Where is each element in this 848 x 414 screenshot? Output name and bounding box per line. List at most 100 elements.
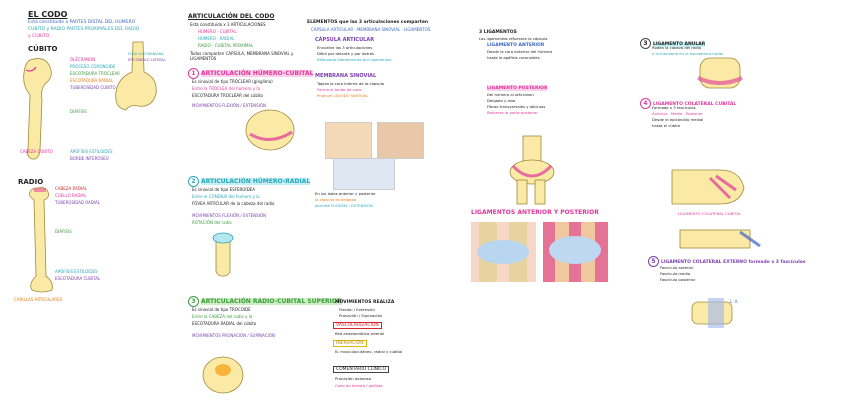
column-ligaments: 3 LIGAMENTOS Los ligamentos refuerzan la…	[465, 0, 615, 414]
lig-colateral-externo-label: LIGAMENTO COLATERAL EXTERNO formado x 3 …	[661, 260, 806, 265]
clinico-line-0: Pronación dolorosa	[335, 376, 372, 381]
lig-anterior-line-0: Desde la cara anterior del húmero	[487, 49, 553, 54]
capsula-line-2: Reforzada lateralmente por ligamentos	[317, 57, 392, 62]
s2-line-1: Entre el CÓNDILO del húmero y la	[192, 194, 260, 199]
radius-label-d0: APÓFISIS ESTILOIDES	[55, 269, 98, 274]
lcc-line-2: Desde el epicóndilo medial	[652, 117, 704, 122]
column-shared-elements: ELEMENTOS que las 3 articulaciones compa…	[305, 0, 455, 414]
lcc-line-3: hasta el cúbito	[652, 123, 681, 128]
pasaje-line-2: permite FLEXIÓN / EXTENSIÓN	[315, 203, 373, 208]
inervacion-tag: INERVACIÓN	[333, 340, 367, 348]
s2-line-4: ROTACIÓN del radio	[192, 220, 232, 225]
ulna-label-2: ESCOTADURA TROCLEAR	[70, 71, 120, 76]
lig-posterior-line-2: Fibras transversales y oblicuas	[487, 104, 546, 109]
radius-illustration	[29, 187, 53, 293]
section-1-number: 1	[188, 68, 199, 79]
ulna-diafisis: DIÁFISIS	[70, 109, 87, 114]
lcc-line-0: Formado x 3 fascículos	[652, 105, 696, 110]
intro-line-2: CÚBITO y RADIO PARTES PROXIMALES DEL RAD…	[28, 27, 140, 32]
membrana-line-0: Tapiza la cara interna de la cápsula	[317, 81, 384, 86]
bone-label-cubito: CÚBITO	[28, 45, 58, 53]
intro-line-3: y CÚBITO	[28, 34, 50, 39]
bone-label-radio: RADIO	[18, 178, 44, 186]
s1-line-3: MOVIMIENTOS FLEXIÓN / EXTENSIÓN	[192, 103, 267, 108]
movimientos-line-0: Flexión / Extensión	[339, 307, 375, 312]
lig-anterior-title: LIGAMENTO ANTERIOR	[487, 43, 545, 48]
lig-posterior-line-1: Delgado y laxo	[487, 98, 516, 103]
lig-anular-line-0: Rodea la cabeza del radio	[652, 45, 702, 50]
ligament-photo-anterior	[471, 222, 536, 282]
lig-colateral-externo-number: 5	[648, 256, 659, 267]
colateral-externo-sketch	[679, 229, 761, 249]
membrana-line-1: Forma el fondo de saco	[317, 87, 362, 92]
colateral-cubital-sketch	[671, 169, 745, 205]
ulna-illustration	[23, 58, 52, 160]
ulna-label-3: ESCOTADURA RADIAL	[70, 78, 114, 83]
radius-label-0: CABEZA RADIAL	[55, 186, 88, 191]
movimientos-line-1: Pronación / Supinación	[339, 313, 383, 318]
lig-anular-number: 3	[640, 38, 651, 49]
capsula-line-1: Débil por delante y por detrás	[317, 51, 375, 56]
radius-label-1: CUELLO RADIAL	[55, 193, 87, 198]
lce-line-2: Fascículo posterior	[660, 277, 696, 282]
lce-line-0: Fascículo anterior	[660, 265, 694, 270]
humerus-label-1: EPICÓNDILO LATERAL	[128, 58, 166, 62]
humerus-label-0: FOSA OLECRANIANA	[128, 52, 164, 56]
ulna-label-4: TUBEROSIDAD CÚBITO	[70, 85, 116, 90]
ulna-label-b2: BORDE INTERÓSEO	[70, 156, 109, 161]
ulna-label-0: OLÉCRANON	[70, 57, 96, 62]
lig-posterior-line-3: Refuerza la parte posterior	[487, 110, 538, 115]
s2-line-3: MOVIMIENTOS FLEXIÓN / EXTENSIÓN	[192, 213, 267, 218]
ligamento-anular-sketch	[697, 57, 743, 89]
colateral-cubital-caption: LIGAMENTO COLATERAL CUBITAL	[678, 211, 741, 216]
s3-line-1: Entre la CABEZA del radio y la	[192, 314, 253, 319]
clinico-line-1: Codo de tenista / golfista	[335, 383, 383, 388]
s1-line-1: Entre la TRÓCLEA del húmero y la	[192, 86, 260, 91]
membrana-title: MEMBRANA SINOVIAL	[315, 73, 377, 79]
ulna-label-b1: APÓFISIS ESTILOIDES	[70, 149, 113, 154]
lcc-line-1: Anterior · Medio · Posterior	[652, 111, 703, 116]
humerus-illustration	[115, 41, 157, 111]
column-articulations: ARTICULACIÓN DEL CODO Está constituida x…	[180, 0, 342, 414]
lateral-ligament-sketch	[691, 298, 733, 328]
ligamentos-intro: Los ligamentos refuerzan la cápsula	[479, 36, 548, 41]
s2-line-2: FÓVEA ARTICULAR de la cabeza del radio	[192, 201, 275, 206]
intro-0: Está constituida x 3 ARTICULACIONES	[190, 22, 266, 27]
ligament-photo-posterior	[543, 222, 608, 282]
s2-line-0: Es sinovial de tipo ESFEROIDEA	[192, 187, 255, 192]
intro-2: HÚMERO - RADIAL	[198, 36, 235, 41]
intro-shared: Todas comparten CÁPSULA, MEMBRANA SINOVI…	[190, 51, 294, 61]
section-2-number: 2	[188, 176, 199, 187]
membrana-image-1	[325, 122, 372, 159]
lce-line-1: Fascículo medio	[660, 271, 691, 276]
s1-line-2: ESCOTADURA TROCLEAR del cúbito	[192, 93, 263, 98]
lig-anterior-line-1: hasta la apófisis coronoides	[487, 55, 540, 60]
vascularizacion-text: Red anastomótica arterial	[335, 331, 385, 336]
membrana-image-3	[333, 158, 395, 190]
s1-line-0: Es sinovial de tipo TRÓCLEAR (gínglimo)	[192, 79, 273, 84]
subtitle-elementos: CÁPSULA ARTICULAR · MEMBRANA SINOVIAL · …	[311, 27, 431, 32]
lig-colateral-cubital-number: 4	[640, 98, 651, 109]
humero-cubital-illustration	[245, 109, 295, 151]
title-articulacion-codo: ARTICULACIÓN DEL CODO	[188, 13, 275, 20]
elbow-ligament-sketch	[509, 135, 555, 205]
radius-label-d1: ESCOTADURA CUBITAL	[55, 276, 101, 281]
intro-3: RADIO - CUBITAL PROXIMAL	[198, 43, 254, 48]
title-elementos: ELEMENTOS que las 3 articulaciones compa…	[307, 20, 429, 25]
la-caption: L. A.	[730, 299, 739, 304]
pasaje-line-1: la cápsula es delgada	[315, 197, 357, 202]
lig-posterior-title: LIGAMENTO POSTERIOR	[487, 86, 548, 92]
capsula-title: CÁPSULA ARTICULAR	[315, 37, 375, 43]
lig-colateral-cubital-label: LIGAMENTO COLATERAL CUBITAL	[653, 102, 737, 107]
radius-diafisis: DIÁFISIS	[55, 229, 72, 234]
inervacion-text: N. musculocutáneo, radial y cubital	[335, 349, 403, 354]
big-title-ligamentos: LIGAMENTOS ANTERIOR Y POSTERIOR	[471, 209, 599, 216]
vascularizacion-tag: VASCULARIZACIÓN	[333, 322, 382, 330]
humero-radial-illustration	[212, 232, 234, 277]
